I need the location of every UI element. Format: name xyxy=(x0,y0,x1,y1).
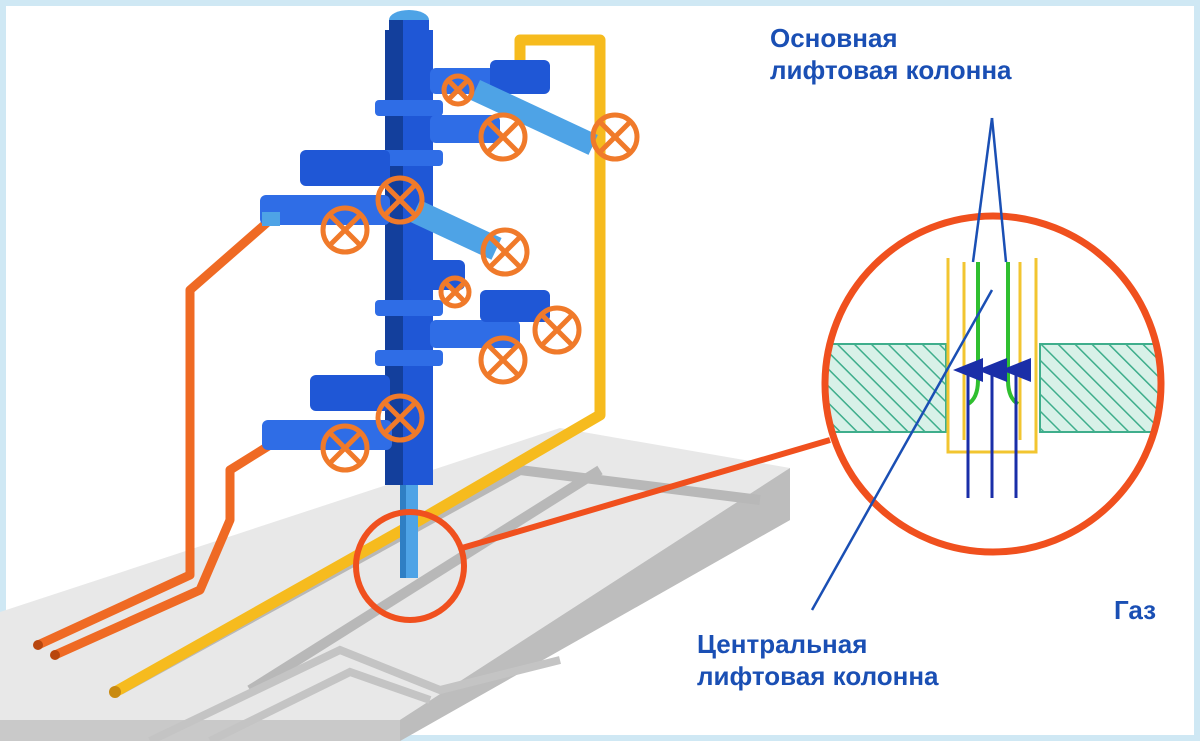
orange-line-end-1 xyxy=(33,640,43,650)
valve-wheel-icon xyxy=(441,73,475,107)
orange-line-lower xyxy=(53,441,273,660)
rock-layer-left xyxy=(825,343,947,433)
wellhead-stack xyxy=(375,10,443,578)
label-pointers xyxy=(810,117,1008,611)
label-central-column-line2: лифтовая колонна xyxy=(697,661,939,691)
valve-arms xyxy=(260,60,598,450)
label-main-column-line1: Основная xyxy=(770,23,898,53)
valve-wheel-icon xyxy=(532,305,582,355)
valve-wheel-icon xyxy=(478,112,528,162)
label-central-column: Центральная лифтовая колонна xyxy=(697,628,939,692)
callout-connector xyxy=(461,437,831,551)
orange-line-end-2 xyxy=(50,650,60,660)
valve-wheels xyxy=(320,73,640,473)
callout-large-circle xyxy=(821,212,1165,556)
valve-wheel-icon xyxy=(375,393,425,443)
valve-wheel-icon xyxy=(480,227,530,277)
label-gas: Газ xyxy=(1114,595,1157,625)
label-central-column-line1: Центральная xyxy=(697,629,868,659)
valve-wheel-icon xyxy=(438,275,472,309)
rock-layer-right xyxy=(1039,343,1161,433)
label-main-column-line2: лифтовая колонна xyxy=(770,55,1012,85)
valve-wheel-icon xyxy=(320,205,370,255)
yellow-line xyxy=(112,34,606,697)
valve-wheel-icon xyxy=(375,175,425,225)
valve-wheel-icon xyxy=(478,335,528,385)
magnified-view xyxy=(821,212,1165,556)
valve-wheel-icon xyxy=(320,423,370,473)
yellow-line-end xyxy=(109,686,121,698)
label-main-column: Основная лифтовая колонна xyxy=(770,22,1012,86)
callout-small-circle xyxy=(353,509,467,623)
orange-line-upper xyxy=(36,216,273,650)
valve-wheel-icon xyxy=(590,112,640,162)
